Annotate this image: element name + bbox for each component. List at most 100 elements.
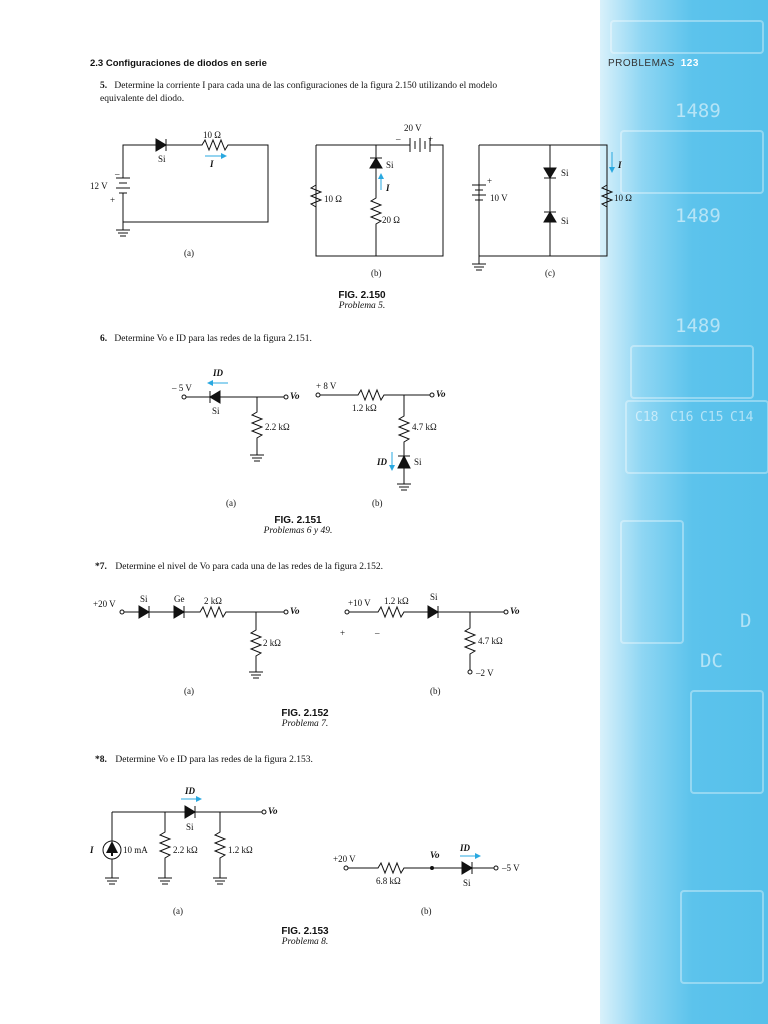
- band-chip: [610, 20, 764, 54]
- diode-icon: [173, 605, 185, 619]
- problem-text: Determine el nivel de Vo para cada una d…: [115, 562, 384, 572]
- label-resistor: 2 kΩ: [263, 638, 281, 648]
- label-current: I: [209, 159, 214, 169]
- label-si: Si: [386, 160, 394, 170]
- diode-icon: [138, 605, 150, 619]
- label-id: ID: [376, 457, 388, 467]
- circuit-2-151b: [315, 388, 435, 491]
- circuit-2-150c: [472, 144, 615, 271]
- label-ge: Ge: [174, 594, 185, 604]
- label-voltage: 12 V: [90, 181, 108, 191]
- label-voltage: 10 V: [490, 193, 508, 203]
- band-chip: [620, 520, 684, 644]
- label-plus: +: [340, 628, 345, 638]
- diode-icon: [369, 157, 383, 169]
- band-chip: [620, 130, 764, 194]
- problem-8: *8. Determine Vo e ID para las redes de …: [95, 754, 535, 767]
- label-resistor: 2.2 kΩ: [173, 845, 198, 855]
- label-voltage: + 8 V: [316, 381, 337, 391]
- problem-text: Determine Vo e ID para las redes de la f…: [115, 755, 313, 765]
- band-chip: [630, 345, 754, 399]
- label-sub-a: (a): [184, 686, 194, 696]
- label-source: 10 mA: [123, 845, 148, 855]
- label-si: Si: [561, 216, 569, 226]
- band-text: C15: [700, 410, 724, 425]
- label-voltage: +20 V: [333, 854, 356, 864]
- problem-7: *7. Determine el nivel de Vo para cada u…: [95, 561, 535, 574]
- problem-number: *8.: [95, 755, 107, 765]
- problem-number: 5.: [100, 81, 108, 91]
- band-text: D: [740, 610, 752, 632]
- label-resistor: 20 Ω: [382, 215, 400, 225]
- figure-caption: Problema 5.: [338, 301, 386, 311]
- label-si: Si: [212, 406, 220, 416]
- label-voltage: 20 V: [404, 123, 422, 133]
- circuit-2-152b: [344, 605, 509, 675]
- label-resistor: 1.2 kΩ: [228, 845, 253, 855]
- label-sub-b: (b): [372, 498, 383, 508]
- circuit-2-151a: [181, 380, 289, 462]
- label-id: ID: [184, 786, 196, 796]
- running-header-label: PROBLEMAS: [608, 58, 675, 69]
- figure-title: FIG. 2.152: [281, 708, 329, 719]
- problem-number: 6.: [100, 334, 108, 344]
- band-text: 1489: [675, 205, 721, 227]
- figure-title: FIG. 2.153: [281, 926, 329, 937]
- problem-number: *7.: [95, 562, 107, 572]
- label-current: I: [89, 845, 94, 855]
- label-vo: Vo: [430, 850, 440, 860]
- diode-icon: [543, 211, 557, 223]
- label-si: Si: [561, 168, 569, 178]
- label-id: ID: [212, 368, 224, 378]
- label-resistor: 4.7 kΩ: [478, 636, 503, 646]
- label-si: Si: [186, 822, 194, 832]
- label-vo: Vo: [290, 606, 300, 616]
- label-vo: Vo: [290, 391, 300, 401]
- label-current: I: [385, 183, 390, 193]
- circuit-2-150a: [116, 138, 269, 237]
- label-sub-b: (b): [371, 268, 382, 278]
- band-text: C16: [670, 410, 694, 425]
- band-text: 1489: [675, 315, 721, 337]
- label-minus: –: [114, 169, 120, 179]
- label-resistor: 10 Ω: [614, 193, 632, 203]
- label-vo: Vo: [510, 606, 520, 616]
- label-resistor: 4.7 kΩ: [412, 422, 437, 432]
- figure-caption: Problema 8.: [281, 937, 329, 947]
- label-sub-c: (c): [545, 268, 555, 278]
- band-chip: [690, 690, 764, 794]
- label-minus: –: [374, 628, 380, 638]
- label-resistor: 1.2 kΩ: [384, 596, 409, 606]
- page-number: 123: [680, 58, 699, 69]
- label-sub-b: (b): [421, 906, 432, 916]
- band-text: C14: [730, 410, 754, 425]
- label-resistor: 6.8 kΩ: [376, 876, 401, 886]
- band-chip: [680, 890, 764, 984]
- label-resistor: 1.2 kΩ: [352, 403, 377, 413]
- label-sub-b: (b): [430, 686, 441, 696]
- figure-caption: Problemas 6 y 49.: [263, 526, 333, 536]
- band-text: C18: [635, 410, 659, 425]
- label-id: ID: [459, 843, 471, 853]
- label-voltage: +10 V: [348, 598, 371, 608]
- diode-icon: [397, 454, 411, 469]
- circuit-2-153a: [102, 796, 267, 885]
- diode-icon: [209, 390, 221, 404]
- label-si: Si: [430, 592, 438, 602]
- diode-icon: [427, 605, 439, 619]
- label-plus: +: [110, 195, 115, 205]
- label-voltage: –2 V: [475, 668, 494, 678]
- section-header: 2.3 Configuraciones de diodos en serie: [90, 58, 267, 69]
- label-current: I: [617, 160, 622, 170]
- label-plus: +: [487, 176, 492, 186]
- decorative-circuit-board-band: 1489 1489 1489 C18 C16 C15 C14 DC D: [600, 0, 768, 1024]
- label-si: Si: [414, 457, 422, 467]
- circuit-2-150b: [309, 138, 444, 257]
- figure-title: FIG. 2.150: [338, 290, 386, 301]
- diode-icon: [543, 167, 557, 179]
- label-si: Si: [140, 594, 148, 604]
- diode-icon: [184, 805, 196, 819]
- label-resistor: 2 kΩ: [204, 596, 222, 606]
